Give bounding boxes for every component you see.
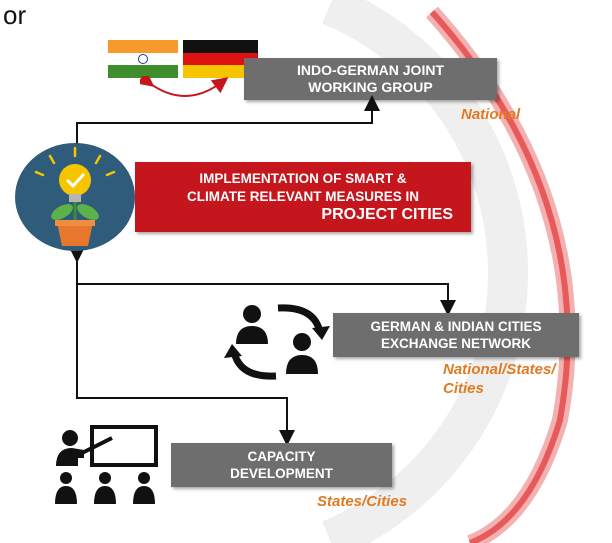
- exchange-network-box: GERMAN & INDIAN CITIES EXCHANGE NETWORK: [333, 313, 579, 357]
- capacity-line2: DEVELOPMENT: [230, 466, 333, 481]
- partial-heading: or: [3, 0, 27, 30]
- exchange-line1: GERMAN & INDIAN CITIES: [370, 319, 542, 334]
- lightbulb-plant-icon: [15, 143, 135, 251]
- people-cycle-icon: [224, 304, 330, 380]
- exchange-level-line1: National/States/: [443, 361, 556, 378]
- teacher-presentation-icon: [55, 425, 158, 504]
- joint-group-line1: INDO-GERMAN JOINT: [297, 62, 444, 78]
- joint-group-level: National: [461, 106, 521, 123]
- capacity-development-box: CAPACITY DEVELOPMENT: [171, 443, 392, 487]
- joint-working-group-box: INDO-GERMAN JOINT WORKING GROUP: [244, 58, 497, 100]
- implementation-line1: IMPLEMENTATION OF SMART &: [199, 171, 407, 186]
- implementation-box: IMPLEMENTATION OF SMART & CLIMATE RELEVA…: [135, 162, 471, 232]
- capacity-level: States/Cities: [317, 493, 408, 510]
- india-flag-icon: [108, 40, 178, 78]
- exchange-level: National/States/ Cities: [443, 360, 556, 398]
- capacity-line1: CAPACITY: [247, 449, 316, 464]
- implementation-line3: PROJECT CITIES: [321, 206, 453, 223]
- implementation-line2: CLIMATE RELEVANT MEASURES IN: [186, 189, 419, 204]
- germany-flag-icon: [183, 40, 258, 78]
- joint-group-line2: WORKING GROUP: [308, 79, 433, 95]
- exchange-line2: EXCHANGE NETWORK: [380, 336, 531, 351]
- exchange-level-line2: Cities: [443, 380, 484, 397]
